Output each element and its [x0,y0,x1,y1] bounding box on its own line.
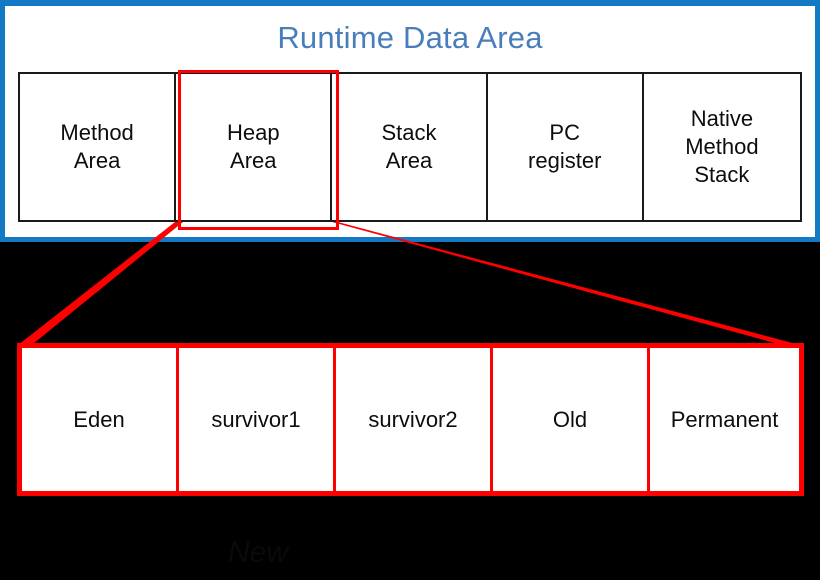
connector-left-leg [18,222,183,348]
heap-generation-permanent[interactable]: Permanent [650,348,799,491]
runtime-area-native-method-stack[interactable]: Native Method Stack [643,74,800,220]
heap-generation-label: survivor2 [368,406,458,432]
runtime-area-label: Heap Area [227,120,280,173]
runtime-area-method-area[interactable]: Method Area [20,74,177,220]
runtime-areas-table: Method Area Heap Area Stack Area PC [18,72,802,222]
heap-generation-label: Permanent [670,406,779,432]
runtime-area-label: Method Area [60,120,134,173]
heap-generation-label: Eden [73,406,125,432]
heap-generation-survivor1[interactable]: survivor1 [179,348,336,491]
runtime-area-heap-area[interactable]: Heap Area [176,74,333,220]
heap-zoom-connector [18,222,804,351]
runtime-area-label: Stack Area [381,120,437,173]
heap-generation-label: survivor1 [211,406,301,432]
heap-generation-survivor2[interactable]: survivor2 [336,348,493,491]
heap-generation-label: Old [552,406,588,432]
footer-watermark: New [228,536,289,569]
heap-generation-old[interactable]: Old [493,348,650,491]
runtime-area-stack-area[interactable]: Stack Area [332,74,488,220]
runtime-area-label: Native Method Stack [685,106,759,187]
runtime-data-area-panel: Runtime Data Area Method Area Heap Area … [0,0,820,242]
heap-generations-table: Eden survivor1 survivor2 Old Permanent [17,343,804,496]
runtime-area-label: PC register [528,120,602,173]
page-title: Runtime Data Area [277,20,543,55]
connector-right-leg [332,222,804,351]
heap-generation-eden[interactable]: Eden [22,348,179,491]
runtime-area-pc-register[interactable]: PC register [487,74,644,220]
